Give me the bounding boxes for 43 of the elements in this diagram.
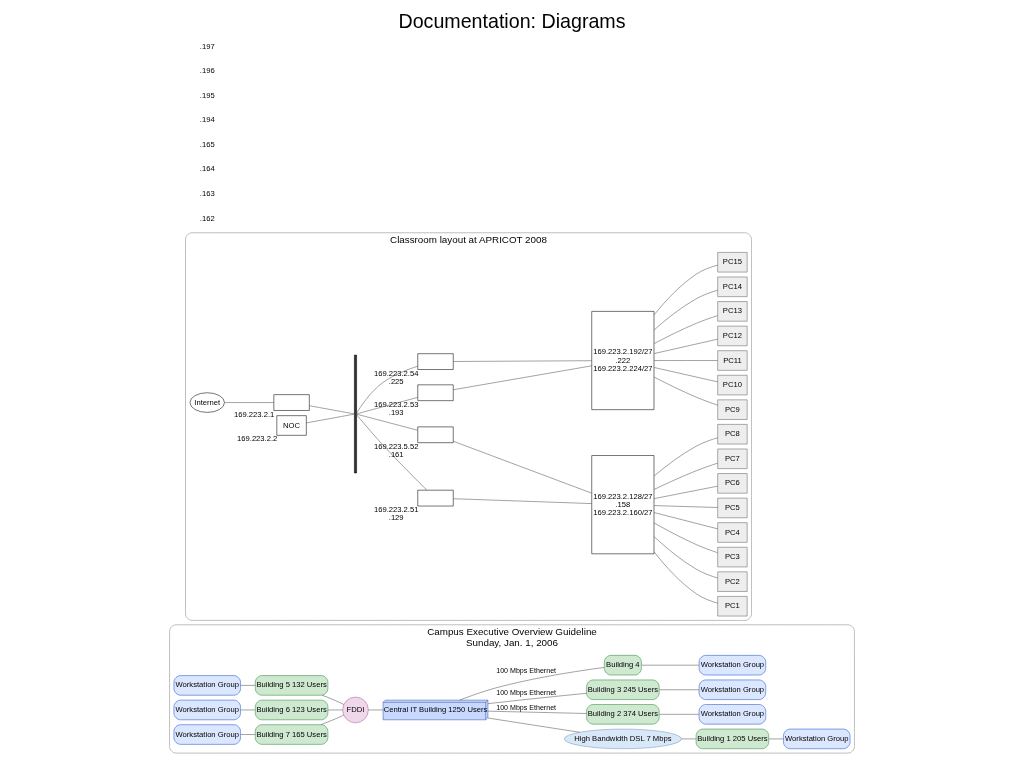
diagram-title: Documentation: Diagrams — [398, 10, 626, 33]
connector — [487, 710, 587, 714]
connector — [653, 338, 718, 354]
connector — [653, 536, 718, 579]
connector — [653, 462, 718, 490]
connector — [224, 402, 275, 403]
connector — [356, 365, 418, 414]
connector — [322, 694, 345, 705]
connector — [658, 689, 700, 691]
connector — [356, 414, 428, 491]
connector — [653, 290, 718, 331]
connector — [487, 693, 587, 704]
connector — [309, 405, 355, 415]
connector — [653, 485, 718, 499]
node-box — [273, 394, 310, 411]
node-box — [417, 353, 454, 370]
connector — [653, 512, 718, 530]
connector — [653, 376, 718, 406]
connector — [240, 685, 256, 686]
connector — [453, 498, 592, 504]
node-box — [417, 384, 454, 401]
node-box — [417, 426, 454, 443]
connector — [453, 441, 592, 494]
connector — [658, 714, 700, 715]
connector — [653, 551, 718, 604]
connector — [653, 437, 718, 477]
connector — [653, 315, 718, 344]
connector — [240, 734, 256, 735]
connector — [653, 360, 718, 361]
connector — [487, 717, 580, 733]
node-box — [417, 489, 454, 507]
node-bar — [354, 354, 357, 474]
connector — [453, 360, 592, 362]
connector — [653, 264, 718, 316]
connector — [306, 413, 355, 424]
connector — [453, 365, 592, 390]
connector — [320, 714, 344, 725]
connector — [356, 397, 418, 415]
connector — [653, 522, 718, 553]
connector — [653, 505, 718, 508]
connector — [459, 667, 605, 701]
connector — [653, 367, 718, 383]
connector — [356, 413, 418, 431]
